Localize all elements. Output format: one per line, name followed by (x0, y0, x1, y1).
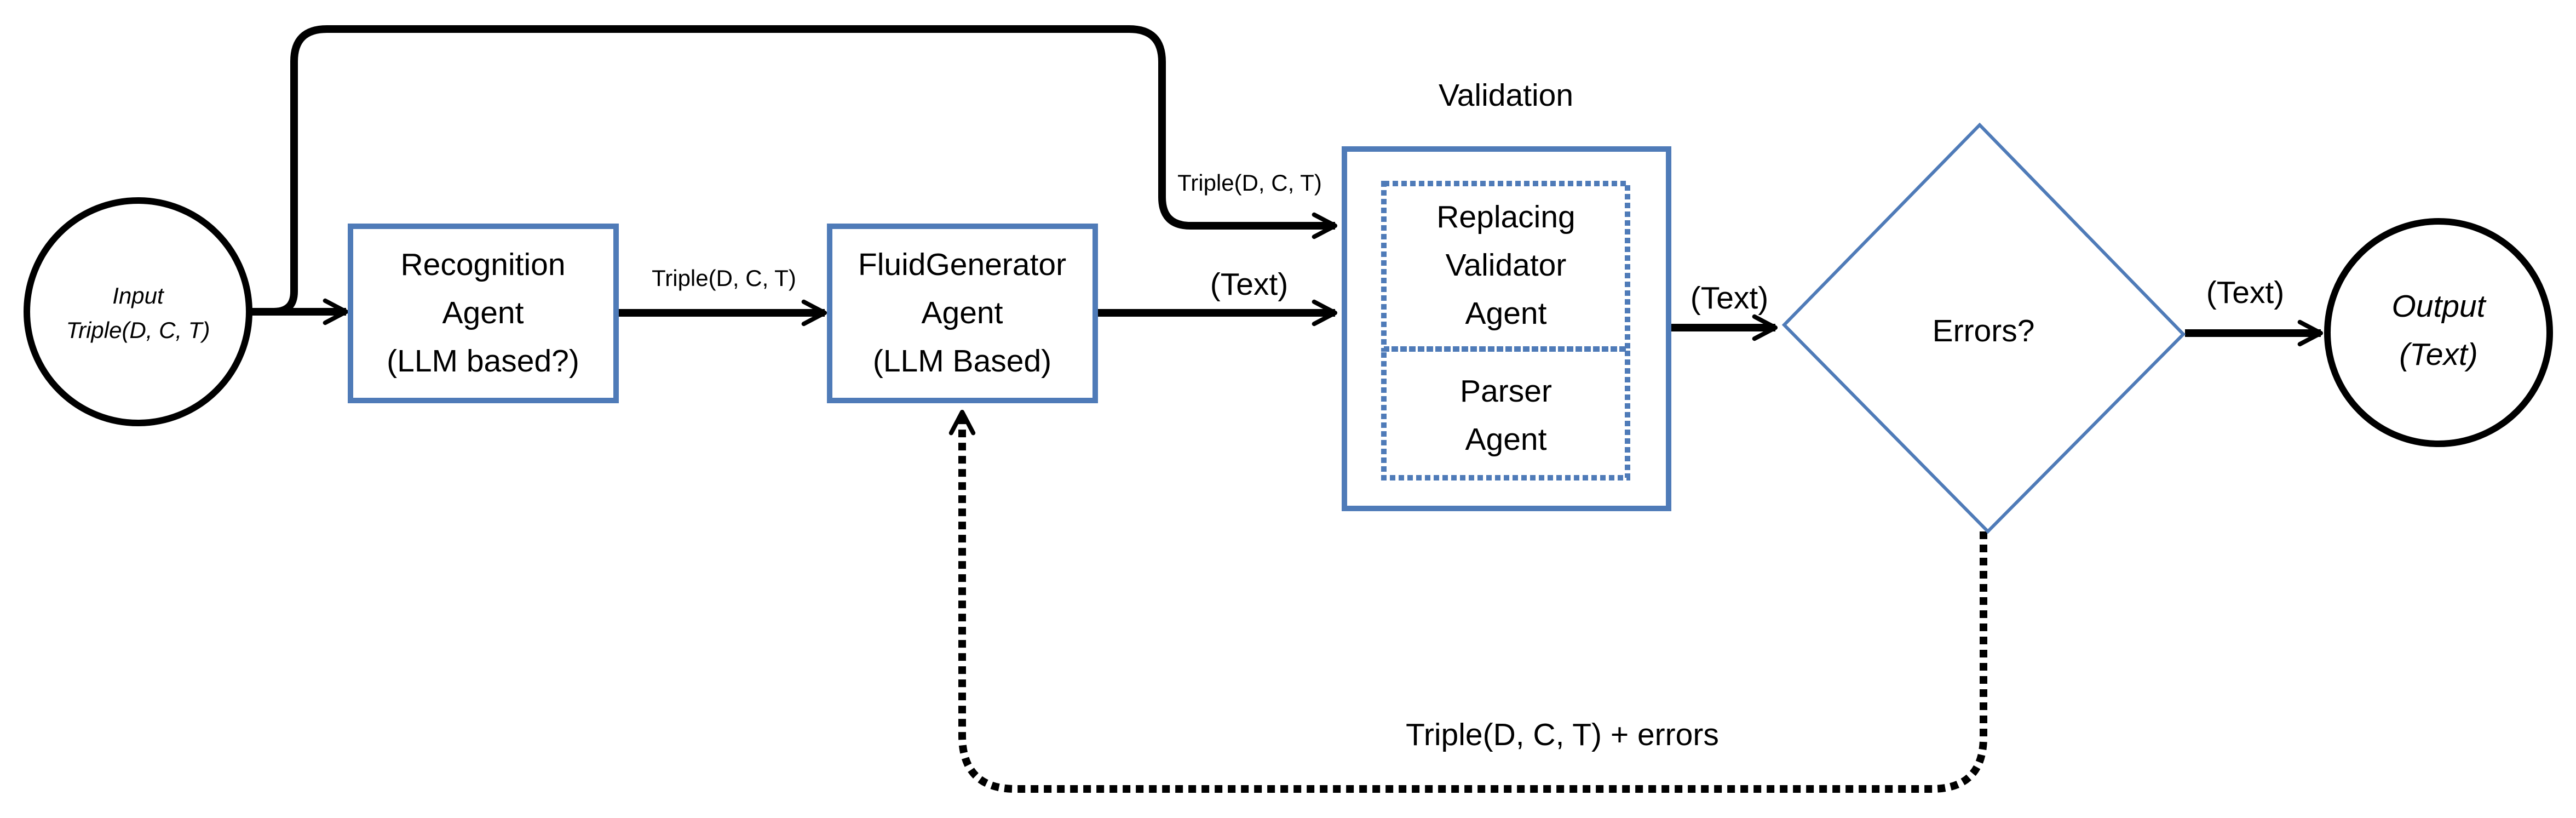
recognition-agent-box (348, 224, 619, 403)
parser-agent-label-2: Agent (1465, 422, 1547, 457)
recognition-agent-label-2: Agent (442, 295, 524, 330)
fluid-generator-agent-label-3: (LLM Based) (873, 344, 1051, 379)
feedback-loop-label: Triple(D, C, T) + errors (1406, 717, 1719, 752)
input-to-validation-arrow (252, 25, 1338, 316)
generator-to-validation-label: (Text) (1210, 267, 1289, 302)
fluid-generator-agent-label: FluidGenerator (858, 247, 1066, 282)
errors-decision-diamond (1781, 122, 2186, 534)
parser-agent-label: Parser (1460, 374, 1552, 409)
recognition-agent-label-3: (LLM based?) (387, 344, 579, 379)
input-to-validation-label: Triple(D, C, T) (1177, 170, 1322, 196)
recognition-agent-label: Recognition (400, 247, 565, 282)
replacing-validator-label-3: Agent (1465, 296, 1547, 331)
output-node (2324, 218, 2553, 447)
fluid-generator-agent-box (827, 224, 1098, 403)
parser-agent-box (1381, 346, 1630, 480)
replacing-validator-agent-box (1381, 181, 1630, 352)
errors-decision-label: Errors? (1933, 313, 2035, 348)
replacing-validator-label: Replacing (1436, 199, 1576, 234)
input-label: Input (112, 283, 165, 308)
validation-box (1342, 146, 1671, 511)
feedback-loop-arrow (948, 409, 1987, 793)
fluid-generator-agent-label-2: Agent (922, 295, 1003, 330)
recognition-to-generator-label: Triple(D, C, T) (652, 265, 796, 291)
validation-to-decision-label: (Text) (1691, 281, 1769, 316)
decision-to-output-label: (Text) (2206, 275, 2285, 310)
output-label: Output (2391, 289, 2486, 324)
output-type-label: (Text) (2399, 337, 2478, 372)
validation-title: Validation (1439, 78, 1573, 113)
replacing-validator-label-2: Validator (1446, 248, 1567, 283)
input-type-label: Triple(D, C, T) (66, 317, 210, 343)
input-node (24, 197, 252, 426)
